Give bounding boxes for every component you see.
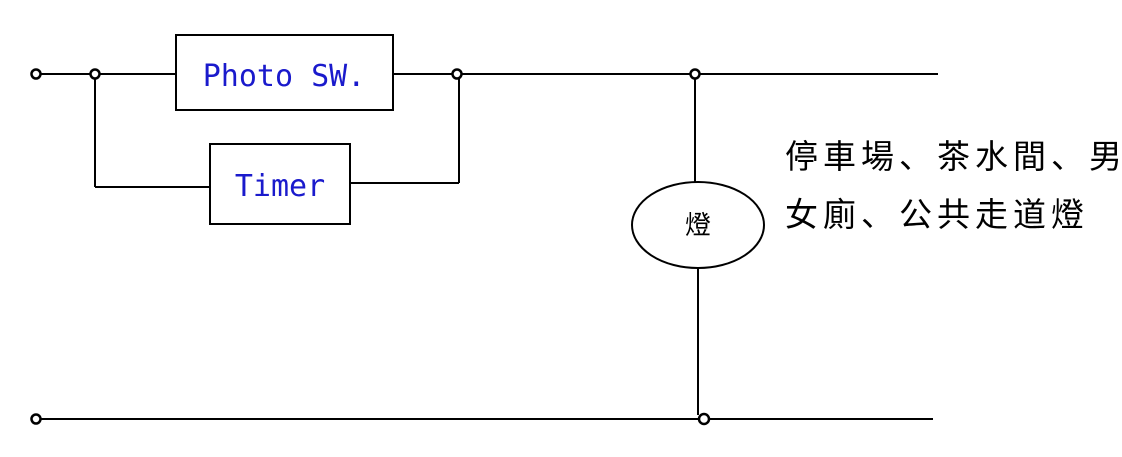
junction-node-right — [451, 68, 463, 80]
input-terminal-bottom — [30, 413, 42, 425]
timer-label: Timer — [235, 169, 325, 204]
photo-switch-box — [175, 34, 394, 111]
lighting-area-note-line2: 女廁、公共走道燈 — [785, 195, 1089, 234]
input-terminal-top — [30, 68, 42, 80]
lamp-label: 燈 — [685, 211, 711, 241]
junction-node-left — [89, 68, 101, 80]
lamp-junction-bottom — [697, 412, 711, 426]
lamp-junction-top — [689, 68, 701, 80]
timer-box — [209, 143, 351, 225]
lighting-area-note-line1: 停車場、茶水間、男 — [785, 137, 1122, 176]
photo-switch-label: Photo SW. — [203, 59, 366, 94]
lamp-symbol — [631, 181, 765, 269]
